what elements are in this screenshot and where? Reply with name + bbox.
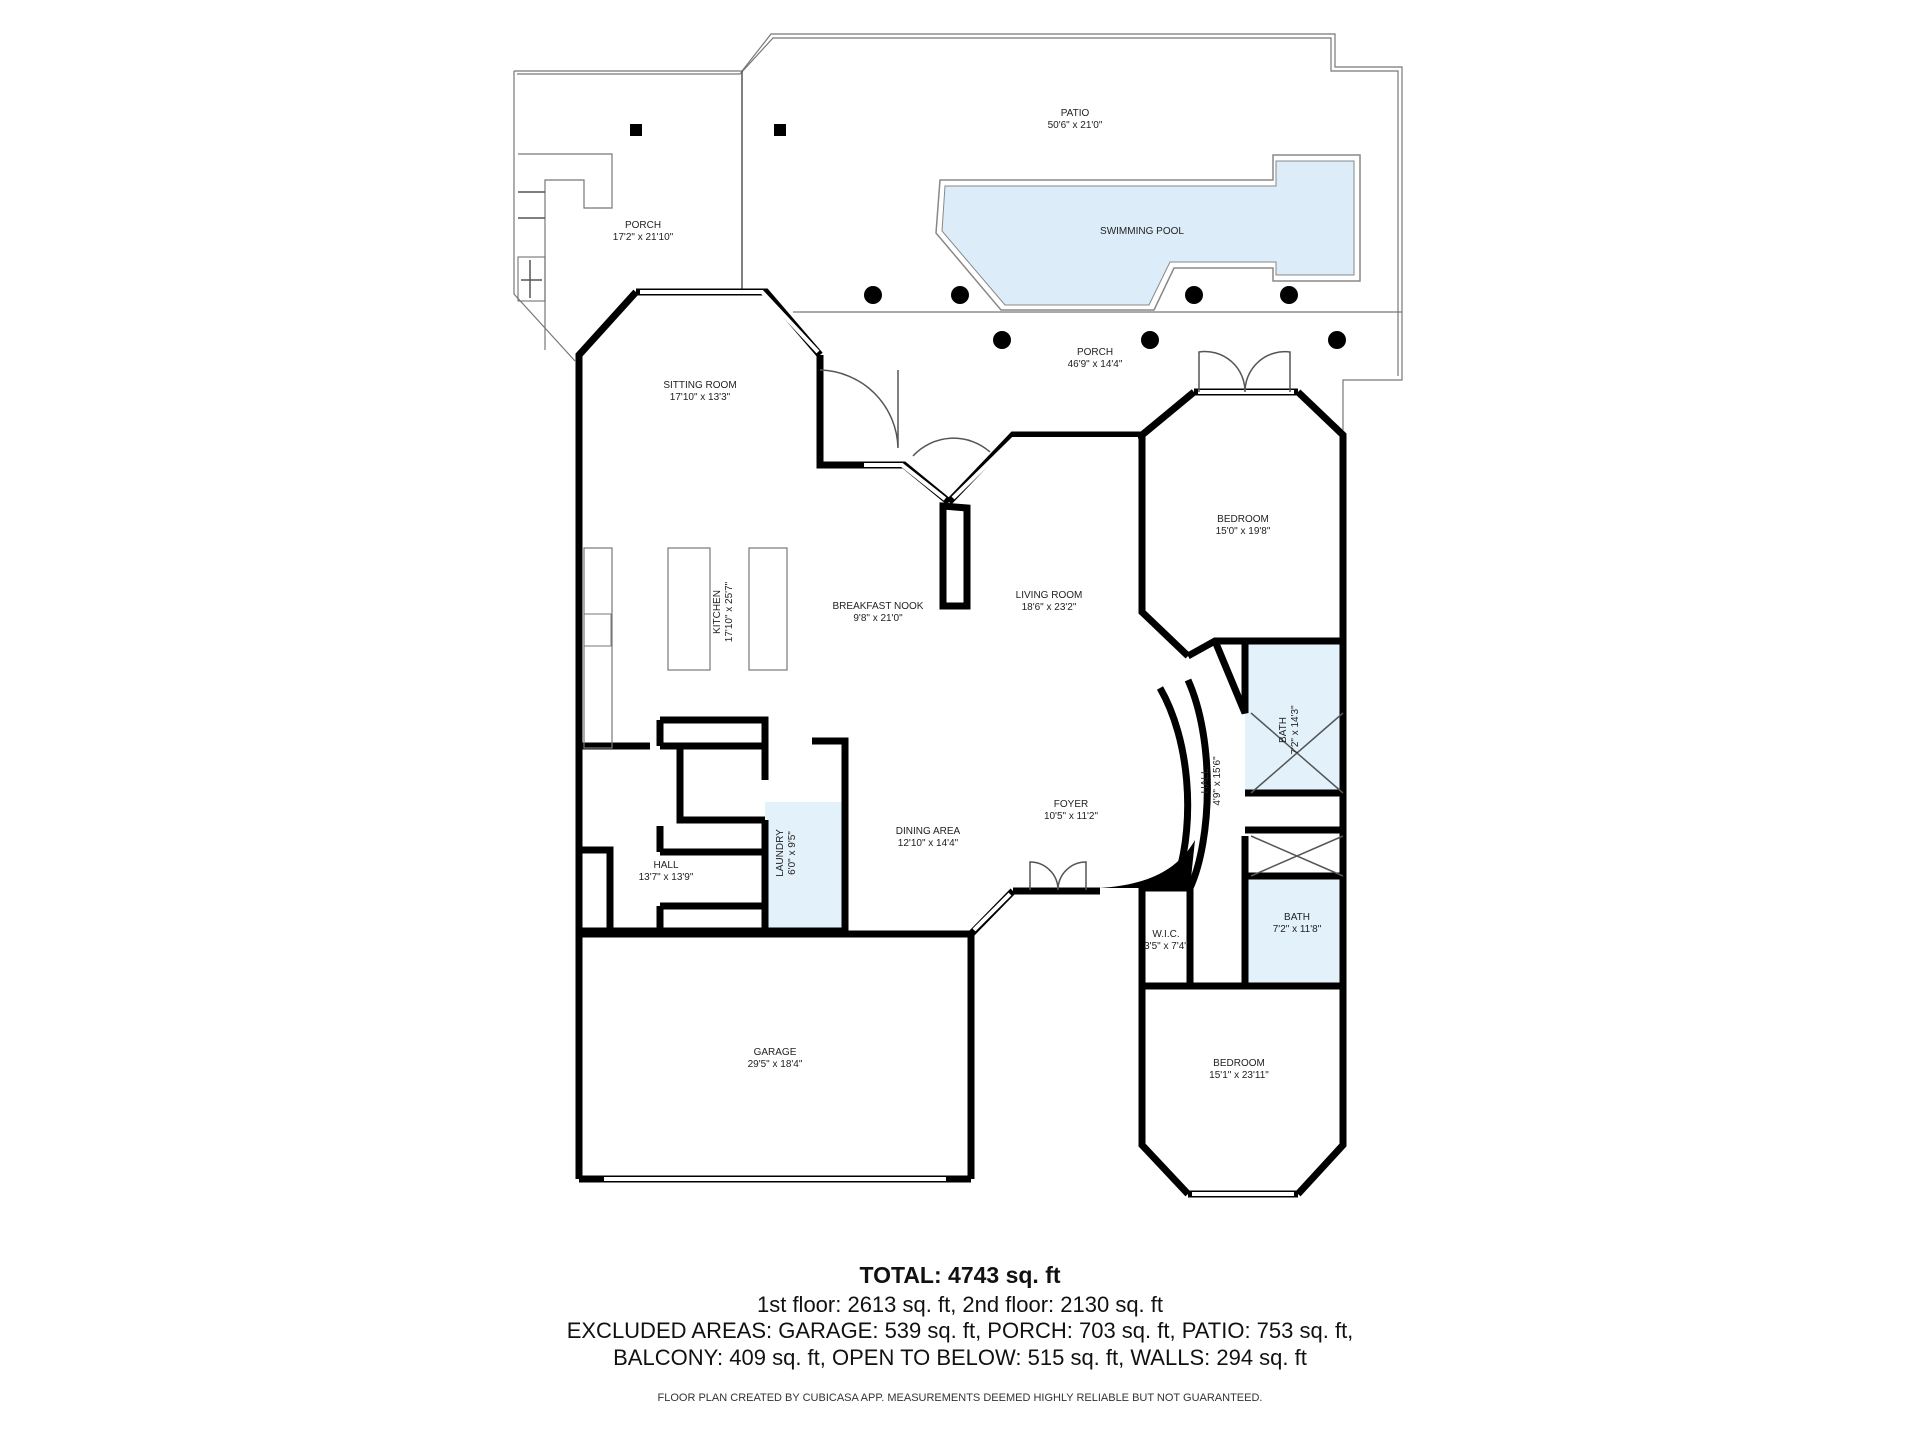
- kitchen-dims: 17'10" x 25'7": [724, 581, 735, 642]
- foyer-dims: 10'5" x 11'2": [1044, 811, 1099, 822]
- fixtures: [583, 350, 1344, 891]
- porch-left-outline: [513, 71, 613, 362]
- hall-right-label: HALL: [1200, 768, 1211, 793]
- bath1-label: BATH: [1278, 717, 1289, 743]
- walls: [575, 288, 1347, 1198]
- excluded-areas-line2: BALCONY: 409 sq. ft, OPEN TO BELOW: 515 …: [613, 1345, 1307, 1370]
- excluded-areas-line1: EXCLUDED AREAS: GARAGE: 539 sq. ft, PORC…: [566, 1318, 1354, 1343]
- wic-dims: 3'5" x 7'4": [1144, 941, 1188, 952]
- living-room-dims: 18'6" x 23'2": [1022, 602, 1077, 613]
- wic-label: W.I.C.: [1152, 929, 1179, 940]
- columns: [864, 286, 1346, 349]
- laundry-label: LAUNDRY: [775, 829, 786, 877]
- breakfast-nook-label: BREAKFAST NOOK: [833, 601, 924, 612]
- porch-back-dims: 46'9" x 14'4": [1068, 359, 1123, 370]
- post: [774, 124, 786, 136]
- bath2-label: BATH: [1284, 912, 1310, 923]
- bedroom2-label: BEDROOM: [1213, 1058, 1265, 1069]
- sitting-room-label: SITTING ROOM: [663, 380, 736, 391]
- garage-label: GARAGE: [754, 1047, 797, 1058]
- bedroom1-label: BEDROOM: [1217, 514, 1269, 525]
- hall-left-label: HALL: [653, 860, 678, 871]
- patio-outline: [514, 33, 1403, 430]
- bedroom2-dims: 15'1" x 23'11": [1209, 1070, 1269, 1081]
- hall-left-dims: 13'7" x 13'9": [639, 872, 694, 883]
- foyer-label: FOYER: [1054, 799, 1088, 810]
- sitting-room-dims: 17'10" x 13'3": [670, 392, 731, 403]
- total-area: TOTAL: 4743 sq. ft: [859, 1262, 1061, 1288]
- breakfast-nook-dims: 9'8" x 21'0": [853, 613, 903, 624]
- patio-label: PATIO: [1061, 108, 1090, 119]
- porch-left-label: PORCH: [625, 220, 661, 231]
- pool-label: SWIMMING POOL: [1100, 226, 1184, 237]
- room-labels: PATIO 50'6" x 21'0" PORCH 17'2" x 21'10"…: [613, 108, 1322, 1081]
- kitchen-label: KITCHEN: [712, 590, 723, 634]
- bath2-dims: 7'2" x 11'8": [1273, 924, 1322, 935]
- laundry-dims: 6'0" x 9'5": [787, 831, 798, 875]
- floor-areas: 1st floor: 2613 sq. ft, 2nd floor: 2130 …: [756, 1292, 1164, 1317]
- bath2-floor: [1245, 876, 1343, 986]
- porch-left-dims: 17'2" x 21'10": [613, 232, 674, 243]
- disclaimer: FLOOR PLAN CREATED BY CUBICASA APP. MEAS…: [657, 1392, 1263, 1404]
- post: [630, 124, 642, 136]
- dining-area-label: DINING AREA: [896, 826, 961, 837]
- hall-right-dims: 4'9" x 15'6": [1212, 756, 1223, 806]
- living-room-label: LIVING ROOM: [1016, 590, 1083, 601]
- dining-area-dims: 12'10" x 14'4": [898, 838, 959, 849]
- laundry-floor: [765, 802, 845, 931]
- garage-dims: 29'5" x 18'4": [748, 1059, 803, 1070]
- swimming-pool: [935, 154, 1361, 311]
- bath1-dims: 7'2" x 14'3": [1290, 705, 1301, 755]
- bedroom1-dims: 15'0" x 19'8": [1216, 526, 1271, 537]
- patio-dims: 50'6" x 21'0": [1048, 120, 1103, 131]
- porch-back-label: PORCH: [1077, 347, 1113, 358]
- bath1-floor: [1245, 641, 1343, 793]
